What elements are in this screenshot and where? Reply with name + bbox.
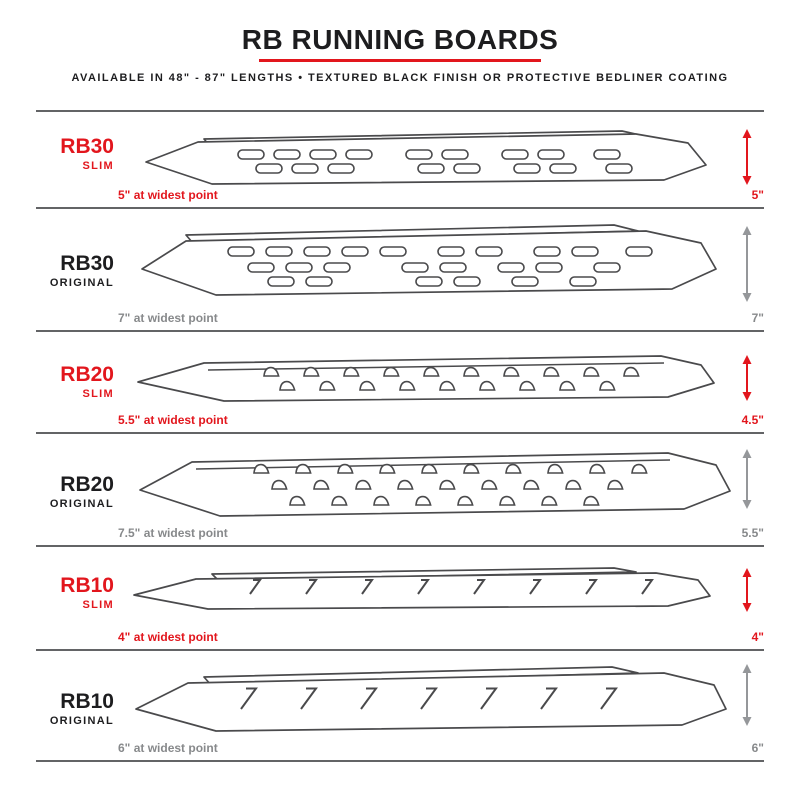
title-underline <box>259 59 541 62</box>
rb30-slim-drawing <box>145 130 707 185</box>
height-note: 6" <box>751 741 764 755</box>
variant-name: SLIM <box>82 599 114 611</box>
height-dimension-arrow <box>742 355 752 401</box>
width-note: 5" at widest point <box>118 188 218 202</box>
board-sections: RB30 SLIM 5" at widest point 5" RB30 ORI… <box>36 110 764 762</box>
board-section-rb30-slim: RB30 SLIM 5" at widest point 5" <box>36 110 764 207</box>
variant-name: ORIGINAL <box>49 277 114 289</box>
height-dimension-arrow <box>742 449 752 509</box>
height-note: 5.5" <box>741 526 764 540</box>
board-label: RB10 SLIM <box>36 575 114 611</box>
variant-name: SLIM <box>82 388 114 400</box>
model-name: RB20 <box>60 363 114 386</box>
height-dimension-arrow <box>742 226 752 302</box>
variant-name: ORIGINAL <box>49 715 114 727</box>
board-section-rb20-slim: RB20 SLIM 5.5" at widest point 4.5" <box>36 330 764 432</box>
model-name: RB10 <box>60 574 114 597</box>
width-note: 6" at widest point <box>118 741 218 755</box>
board-label: RB20 ORIGINAL <box>36 474 114 510</box>
height-dimension-arrow <box>742 568 752 612</box>
width-note: 5.5" at widest point <box>118 413 228 427</box>
model-name: RB30 <box>60 135 114 158</box>
rb20-original-drawing <box>139 452 731 517</box>
height-dimension-arrow <box>742 129 752 185</box>
board-section-rb30-original: RB30 ORIGINAL 7" at widest point 7" <box>36 207 764 330</box>
height-note: 5" <box>751 188 764 202</box>
height-note: 4.5" <box>741 413 764 427</box>
page-header: RB RUNNING BOARDS AVAILABLE IN 48" - 87"… <box>0 0 800 84</box>
model-name: RB30 <box>60 252 114 275</box>
variant-name: SLIM <box>82 160 114 172</box>
page-title: RB RUNNING BOARDS <box>241 24 559 55</box>
board-section-rb20-original: RB20 ORIGINAL 7.5" at widest point 5.5" <box>36 432 764 545</box>
board-section-rb10-slim: RB10 SLIM 4" at widest point 4" <box>36 545 764 649</box>
board-label: RB30 ORIGINAL <box>36 253 114 289</box>
height-note: 4" <box>751 630 764 644</box>
model-name: RB20 <box>60 473 114 496</box>
page-subtitle: AVAILABLE IN 48" - 87" LENGTHS • TEXTURE… <box>71 72 729 84</box>
width-note: 7.5" at widest point <box>118 526 228 540</box>
rb20-slim-drawing <box>137 355 715 402</box>
board-label: RB10 ORIGINAL <box>36 691 114 727</box>
model-name: RB10 <box>60 690 114 713</box>
rb10-slim-drawing <box>133 567 711 610</box>
board-section-rb10-original: RB10 ORIGINAL 6" at widest point 6" <box>36 649 764 760</box>
height-note: 7" <box>751 311 764 325</box>
width-note: 7" at widest point <box>118 311 218 325</box>
rb30-original-drawing <box>141 224 717 296</box>
variant-name: ORIGINAL <box>49 498 114 510</box>
height-dimension-arrow <box>742 664 752 726</box>
width-note: 4" at widest point <box>118 630 218 644</box>
rb10-original-drawing <box>135 666 727 732</box>
board-label: RB20 SLIM <box>36 364 114 400</box>
board-label: RB30 SLIM <box>36 136 114 172</box>
